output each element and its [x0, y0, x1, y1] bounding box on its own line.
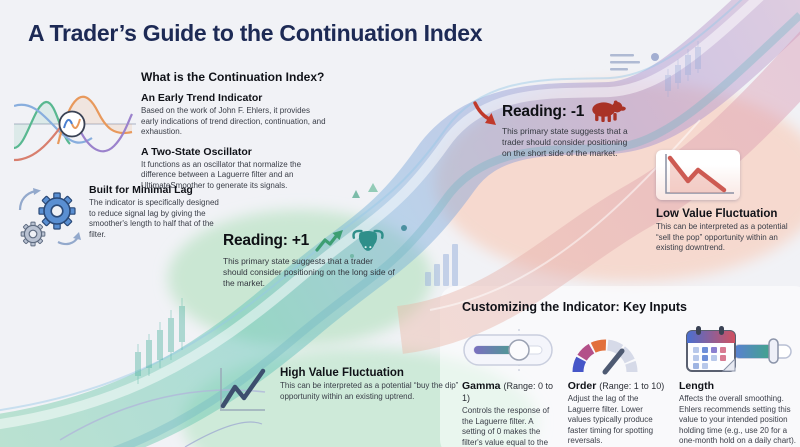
early-trend-body: Based on the work of John F. Ehlers, it …	[141, 106, 326, 137]
candlestick-group-left	[135, 298, 185, 384]
length-body: Affects the overall smoothing. Ehlers re…	[679, 394, 796, 446]
gamma-range: (Range: 0 to 1)	[462, 381, 553, 403]
arc-decor	[184, 421, 263, 447]
downtrend-chart-icon	[656, 150, 740, 200]
bear-icon	[592, 100, 626, 123]
oscillator-wave-graphic	[14, 95, 136, 162]
candlestick-group-topright	[665, 41, 701, 97]
uptrend-chart-icon	[220, 368, 266, 411]
gamma-body: Controls the response of the Laguerre fi…	[462, 406, 550, 447]
what-is-heading: What is the Continuation Index?	[141, 70, 325, 84]
reading-plus-heading: Reading: +1	[223, 231, 310, 249]
gamma-name: Gamma	[462, 380, 501, 392]
minimal-lag-section: Built for Minimal Lag The indicator is s…	[89, 184, 239, 240]
calendar-slider-icon	[686, 326, 792, 372]
low-value-section: Low Value Fluctuation This can be interp…	[656, 150, 800, 254]
order-body: Adjust the lag of the Laguerre filter. L…	[567, 394, 654, 446]
reading-minus-section: Reading: -1 This primary state suggests …	[472, 100, 662, 159]
page-title: A Trader’s Guide to the Continuation Ind…	[28, 20, 483, 46]
triangle-decor	[352, 190, 360, 198]
order-name: Order	[567, 380, 597, 392]
two-state-body: It functions as an oscillator that norma…	[141, 159, 302, 190]
early-trend-heading: An Early Trend Indicator	[141, 92, 263, 104]
dash-lines-decor	[610, 54, 640, 71]
length-name: Length	[679, 380, 714, 392]
dot-decor	[651, 53, 659, 61]
order-range: (Range: 1 to 10)	[599, 381, 665, 391]
order-column: Order (Range: 1 to 10) Adjust the lag of…	[568, 322, 667, 447]
dot-decor	[350, 254, 354, 258]
gauge-icon	[572, 339, 638, 375]
customizing-panel	[440, 286, 800, 447]
triangle-decor	[368, 183, 378, 192]
what-is-section: What is the Continuation Index? An Early…	[141, 70, 341, 191]
gamma-column: Gamma (Range: 0 to 1) Controls the respo…	[462, 322, 556, 447]
minimal-lag-heading: Built for Minimal Lag	[89, 184, 193, 196]
high-value-body: This can be interpreted as a potential “…	[280, 381, 459, 401]
bar-chart-group	[425, 244, 458, 286]
customizing-heading: Customizing the Indicator: Key Inputs	[462, 300, 688, 314]
two-state-heading: A Two-State Oscillator	[141, 145, 252, 158]
trend-up-arrow-icon	[315, 230, 344, 252]
reading-minus-body: This primary state suggests that a trade…	[502, 126, 628, 158]
dot-decor	[401, 225, 407, 231]
length-column: Length Affects the overall smoothing. Eh…	[679, 322, 797, 447]
reading-minus-heading: Reading: -1	[502, 102, 585, 120]
high-value-heading: High Value Fluctuation	[280, 367, 404, 379]
bull-icon	[352, 229, 384, 251]
minimal-lag-body: The indicator is specifically designed t…	[89, 198, 219, 239]
reading-plus-section: Reading: +1 This primary state suggests …	[223, 228, 403, 289]
customizing-section: Customizing the Indicator: Key Inputs Ga…	[462, 300, 797, 447]
low-value-heading: Low Value Fluctuation	[656, 208, 778, 220]
low-value-body: This can be interpreted as a potential “…	[656, 222, 788, 253]
gears-icon	[18, 188, 81, 247]
pink-band	[396, 31, 800, 354]
high-value-section: High Value Fluctuation This can be inter…	[280, 367, 470, 402]
trend-down-arrow-icon	[473, 101, 496, 125]
reading-plus-body: This primary state suggests that a trade…	[223, 256, 395, 288]
slider-icon	[463, 329, 553, 371]
